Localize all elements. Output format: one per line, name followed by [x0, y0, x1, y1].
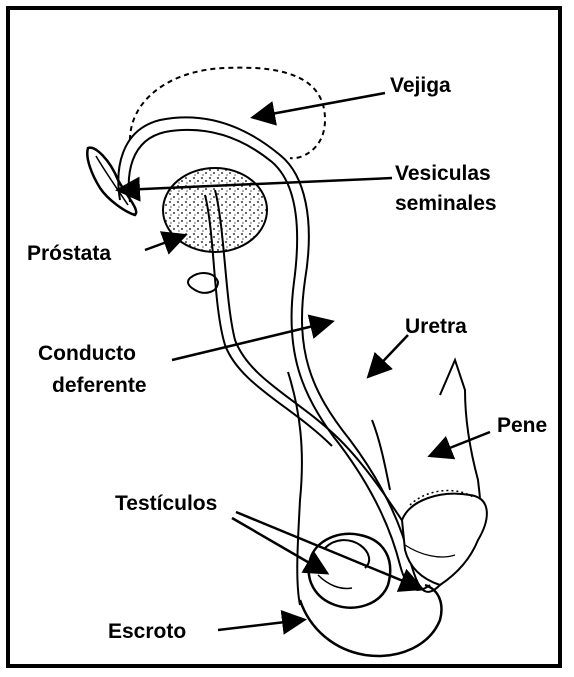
bulbourethral-gland	[188, 273, 218, 293]
prostate-shape	[163, 168, 267, 252]
label-uretra: Uretra	[405, 315, 467, 338]
pene-pointer	[432, 432, 490, 455]
uretra-pointer	[370, 335, 408, 375]
label-conducto-line2: deferente	[52, 374, 147, 397]
glans-shape	[402, 494, 487, 585]
testiculos-pointer-1	[232, 518, 325, 572]
escroto-pointer	[218, 620, 302, 630]
label-pene: Pene	[497, 414, 547, 437]
bladder-outline	[130, 68, 325, 159]
label-vesiculas-line1: Vesiculas	[395, 162, 491, 185]
label-conducto-line1: Conducto	[38, 342, 136, 365]
label-prostata: Próstata	[27, 242, 111, 265]
label-escroto: Escroto	[108, 620, 186, 643]
label-vesiculas-line2: seminales	[395, 192, 497, 215]
label-testiculos: Testículos	[115, 492, 217, 515]
label-vejiga: Vejiga	[390, 74, 451, 97]
prostata-pointer	[145, 236, 183, 250]
